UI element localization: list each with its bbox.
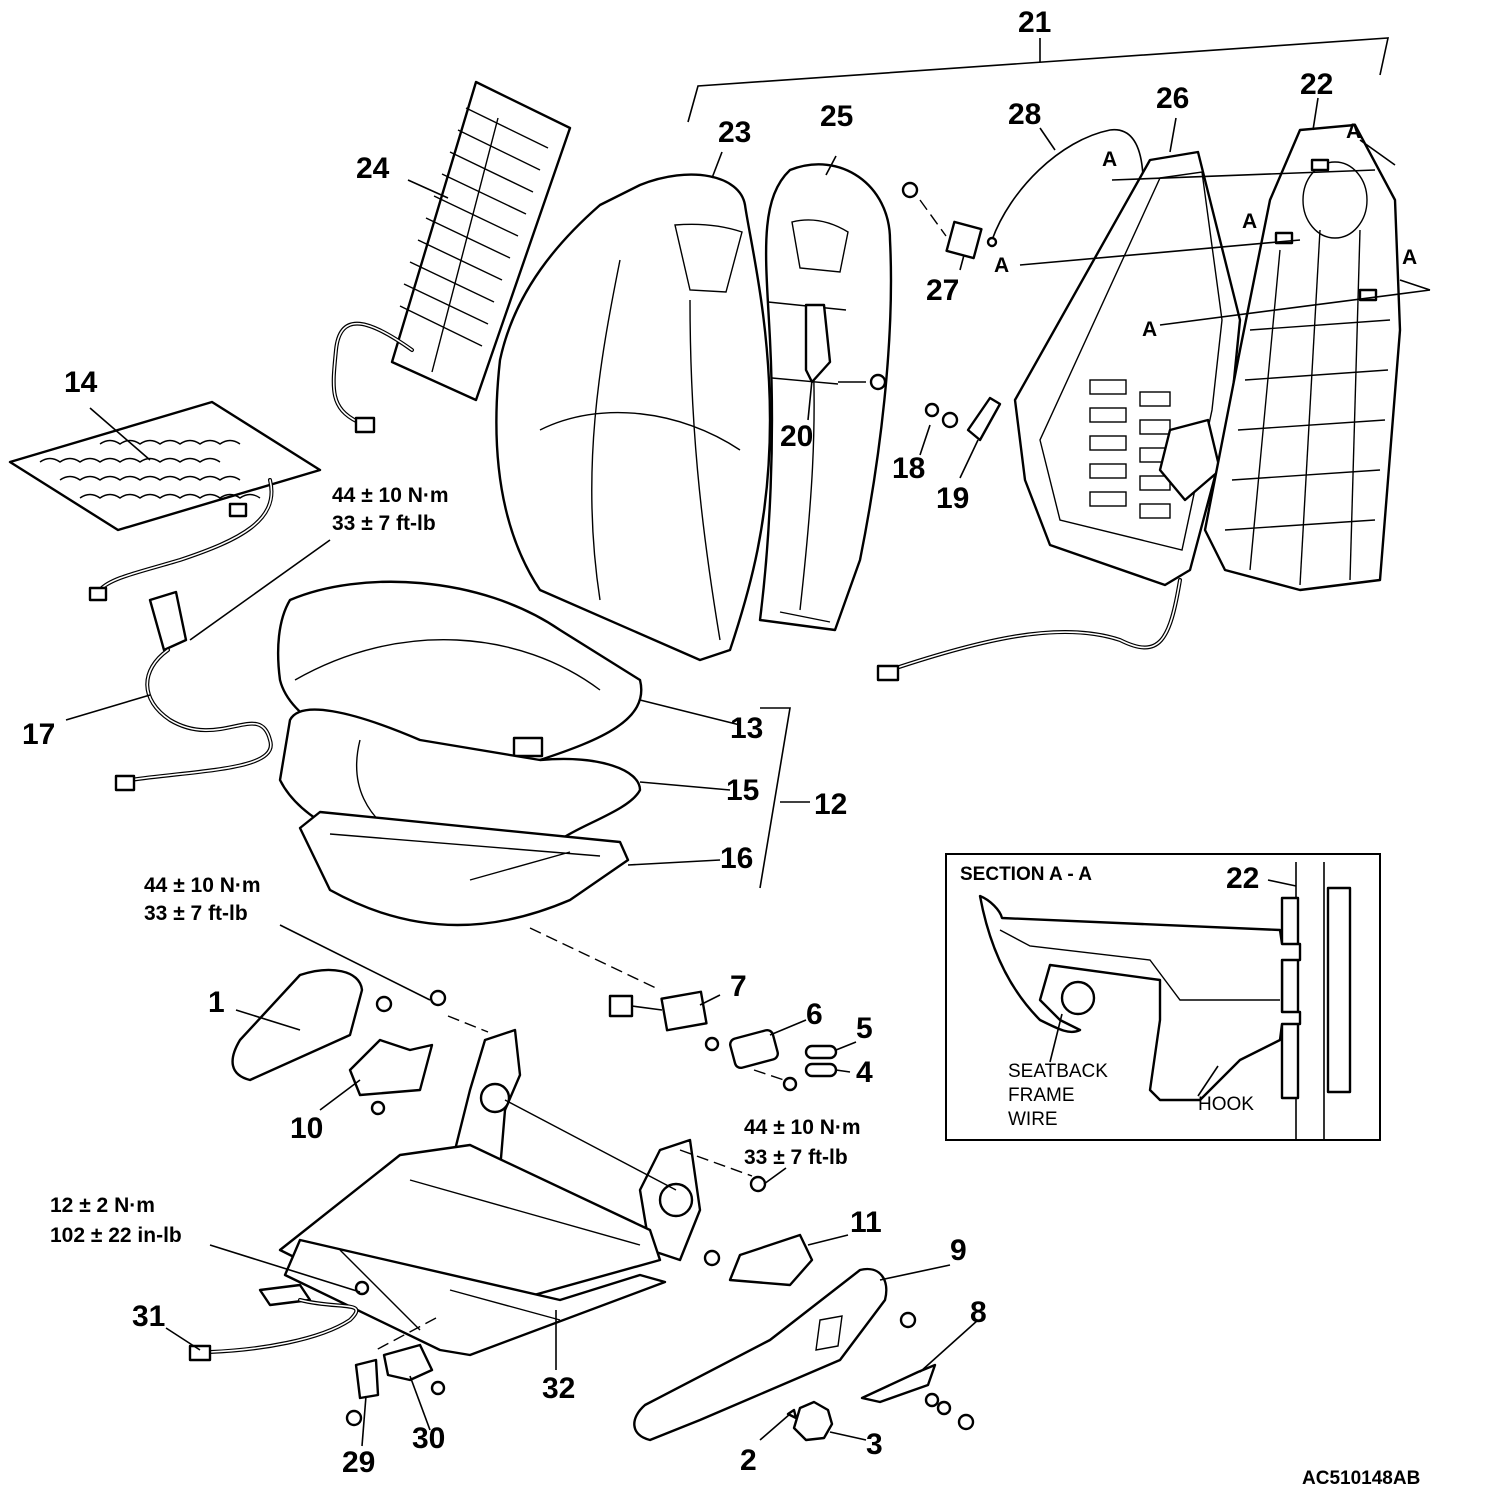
torque-small-nm: 12 ± 2 N·m — [50, 1194, 155, 1217]
section-inset: SECTION A - A 22 SEATBACK FRAME WIRE HOO… — [945, 853, 1381, 1141]
switch-7 — [529, 927, 720, 1052]
callout-5: 5 — [856, 1012, 873, 1045]
callout-10: 10 — [290, 1112, 323, 1145]
section-title: SECTION A - A — [960, 864, 1092, 885]
parts-4-5-6 — [729, 1028, 838, 1092]
torque-specs: 44 ± 10 N·m 33 ± 7 ft-lb 44 ± 10 N·m 33 … — [50, 484, 861, 1247]
parts-18-19 — [924, 396, 1002, 442]
bracket-11 — [703, 1233, 814, 1287]
callout-21: 21 — [1018, 6, 1051, 39]
section-label-hook: HOOK — [1198, 1094, 1254, 1115]
section-arrows — [1019, 139, 1431, 326]
seatback-pad — [495, 173, 772, 662]
callout-12: 12 — [814, 788, 847, 821]
callout-23: 23 — [718, 116, 751, 149]
clip-27 — [901, 181, 983, 260]
section-marker-a-4: A — [994, 254, 1009, 277]
torque-cushion-ftlb: 33 ± 7 ft-lb — [144, 902, 248, 925]
callout-24: 24 — [356, 152, 390, 185]
front-shield-1 — [231, 968, 393, 1082]
seat-belt-buckle — [114, 590, 273, 792]
section-marker-a-1: A — [1102, 148, 1117, 171]
outer-shield-9 — [633, 1267, 917, 1442]
callout-22: 22 — [1300, 68, 1333, 101]
section-marker-a-6: A — [1142, 318, 1157, 341]
torque-rail-nm: 44 ± 10 N·m — [744, 1116, 861, 1139]
torque-small-inlb: 102 ± 22 in-lb — [50, 1224, 182, 1247]
section-markers: A A A A A A — [994, 120, 1417, 341]
callout-29: 29 — [342, 1446, 375, 1479]
callout-13: 13 — [730, 712, 763, 745]
callout-2: 2 — [740, 1444, 757, 1477]
callout-26: 26 — [1156, 82, 1189, 115]
section-label-frame: FRAME — [1008, 1085, 1075, 1106]
seatback-board-22 — [1203, 123, 1402, 592]
callout-19: 19 — [936, 482, 969, 515]
cushion-heater — [8, 400, 322, 602]
torque-belt-nm: 44 ± 10 N·m — [332, 484, 449, 507]
callout-17: 17 — [22, 718, 55, 751]
torque-cushion-nm: 44 ± 10 N·m — [144, 874, 261, 897]
section-marker-a-2: A — [1346, 120, 1361, 143]
callout-14: 14 — [64, 366, 98, 399]
section-label-seatback: SEATBACK — [1008, 1061, 1108, 1082]
callout-25: 25 — [820, 100, 853, 133]
torque-rail-ftlb: 33 ± 7 ft-lb — [744, 1146, 848, 1169]
callout-32: 32 — [542, 1372, 575, 1405]
section-part-ref: 22 — [1226, 862, 1259, 895]
callout-27: 27 — [926, 274, 959, 307]
torque-belt-ftlb: 33 ± 7 ft-lb — [332, 512, 436, 535]
seatback-cover — [758, 163, 893, 632]
bracket-10 — [348, 1038, 434, 1116]
seat-frame-32 — [278, 1028, 702, 1357]
harness-31 — [188, 1280, 370, 1362]
callout-28: 28 — [1008, 98, 1041, 131]
callout-3: 3 — [866, 1428, 883, 1461]
parts-29-30 — [345, 1317, 446, 1427]
section-marker-a-3: A — [1242, 210, 1257, 233]
leader-lines — [65, 97, 1319, 1447]
callout-16: 16 — [720, 842, 753, 875]
plate-20 — [804, 303, 887, 391]
callout-1: 1 — [208, 986, 225, 1019]
section-marker-a-5: A — [1402, 246, 1417, 269]
section-label-wire: WIRE — [1008, 1109, 1058, 1130]
callout-18: 18 — [892, 452, 925, 485]
callout-20: 20 — [780, 420, 813, 453]
bracket-21 — [687, 37, 1390, 123]
callout-numbers: 1 2 3 4 5 6 7 8 9 10 11 12 13 14 15 16 1… — [22, 6, 1333, 1479]
figure-code: AC510148AB — [1302, 1468, 1420, 1489]
seatback-frame-26 — [876, 150, 1242, 682]
lever-8 — [860, 1363, 975, 1431]
callout-15: 15 — [726, 774, 759, 807]
callout-31: 31 — [132, 1300, 165, 1333]
callout-8: 8 — [970, 1296, 987, 1329]
callout-9: 9 — [950, 1234, 967, 1267]
callout-30: 30 — [412, 1422, 445, 1455]
callout-4: 4 — [856, 1056, 873, 1089]
callout-7: 7 — [730, 970, 747, 1003]
seatback-heater — [331, 80, 572, 434]
callout-6: 6 — [806, 998, 823, 1031]
bolt-cushion — [429, 989, 489, 1033]
callout-11: 11 — [850, 1206, 882, 1239]
seat-cushion — [276, 580, 643, 927]
knob-3 — [786, 1400, 834, 1442]
